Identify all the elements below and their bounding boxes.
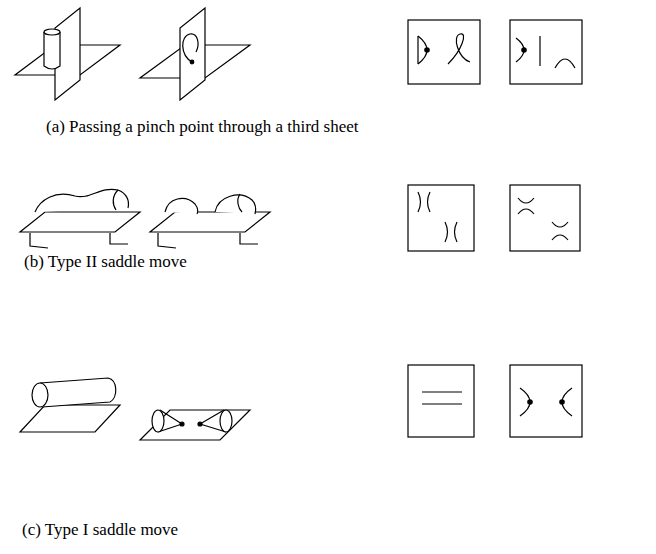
- type-two-saddle-sketch: [20, 189, 270, 248]
- sketch-stroke: [240, 233, 258, 244]
- sketch-stroke: [555, 59, 575, 68]
- sketch-stroke: [180, 8, 205, 100]
- sketch-stroke: [190, 60, 194, 64]
- sketch-stroke: [518, 209, 534, 214]
- sketch-stroke: [445, 222, 448, 242]
- sketch-stroke: [152, 410, 164, 432]
- sketch-stroke: [238, 194, 242, 212]
- sketch-stroke: [408, 185, 474, 251]
- sketch-stroke: [44, 32, 60, 69]
- sketch-stroke: [510, 365, 582, 437]
- sketch-stroke: [110, 233, 128, 244]
- sketch-stroke: [522, 48, 526, 52]
- figure-caption: (c) Type I saddle move: [22, 520, 178, 540]
- sketch-stroke: [20, 405, 120, 432]
- figure-caption: (b) Type II saddle move: [24, 252, 187, 272]
- type-one-saddle-sketch: [20, 378, 250, 440]
- sketch-stroke: [552, 222, 568, 227]
- sketch-stroke: [183, 34, 198, 62]
- sketch-stroke: [44, 29, 60, 35]
- sketch-stroke: [560, 400, 564, 404]
- sketch-stroke: [215, 195, 256, 214]
- sketch-stroke: [220, 410, 232, 432]
- sketch-stroke: [455, 222, 458, 242]
- sketch-stroke: [113, 190, 118, 210]
- sketch-stroke: [30, 233, 48, 248]
- sketch-stroke: [425, 48, 429, 52]
- sketch-stroke: [448, 34, 470, 64]
- sketch-stroke: [140, 410, 250, 440]
- sketch-stroke: [417, 36, 418, 64]
- sketch-stroke: [165, 198, 198, 214]
- sketch-stroke: [422, 391, 462, 392]
- sketch-stroke: [408, 20, 480, 84]
- sketch-stroke: [32, 383, 48, 407]
- sketch-stroke: [510, 185, 580, 251]
- sketch-stroke: [35, 189, 129, 212]
- sketch-stroke: [408, 365, 474, 437]
- figure-caption: (a) Passing a pinch point through a thir…: [46, 117, 359, 137]
- sketch-stroke: [180, 422, 184, 426]
- sketch-stroke: [428, 192, 431, 212]
- pinch-point-sketch: [15, 8, 250, 100]
- sketch-stroke: [552, 235, 568, 240]
- sketch-stroke: [510, 20, 582, 84]
- sketch-stroke: [518, 198, 534, 203]
- sketch-stroke: [158, 233, 176, 248]
- sketch-stroke: [418, 192, 421, 212]
- type-two-saddle-cross-sections: [408, 185, 580, 251]
- sketch-stroke: [528, 400, 532, 404]
- pinch-point-cross-sections: [408, 20, 582, 84]
- sketch-stroke: [150, 212, 270, 232]
- sketch-stroke: [198, 422, 202, 426]
- sketch-stroke: [20, 212, 140, 232]
- sketch-stroke: [40, 378, 116, 407]
- type-one-saddle-cross-sections: [408, 365, 582, 437]
- sketch-stroke: [539, 36, 540, 66]
- sketch-stroke: [422, 403, 462, 404]
